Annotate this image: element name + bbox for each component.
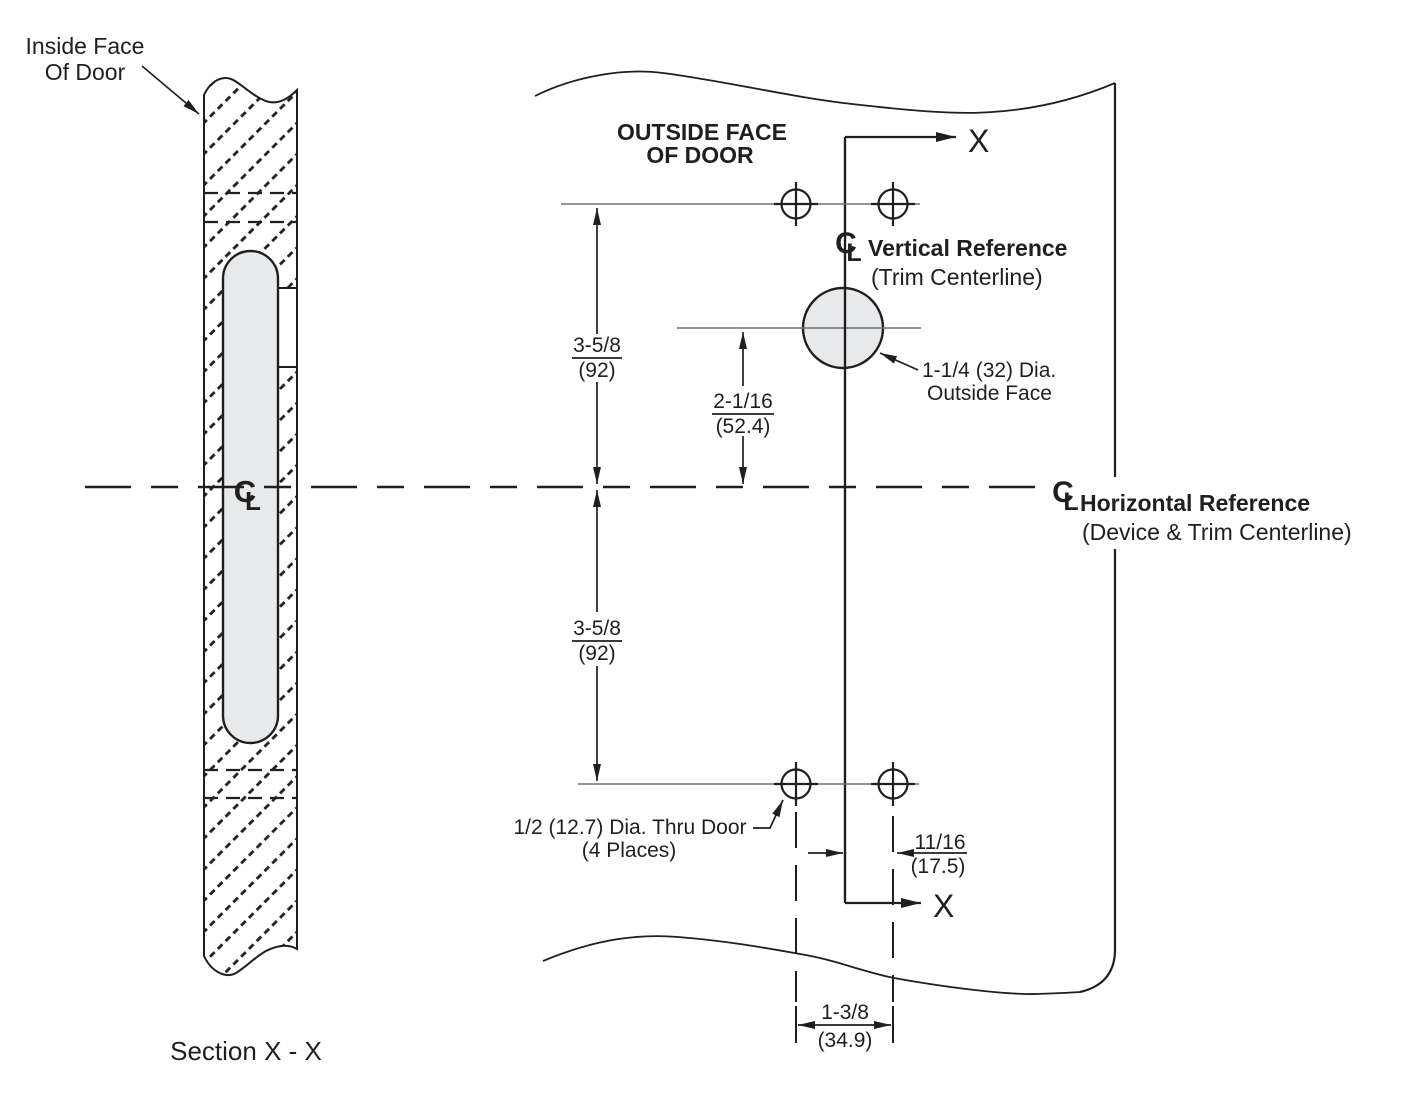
device-slot [221, 249, 280, 745]
mounting-hole-bottom-left [774, 762, 818, 806]
centerline-c: C [1052, 476, 1074, 509]
cylinder-note: 1-1/4 (32) Dia. Outside Face [879, 352, 1056, 405]
centerline-symbol-vertical-icon: C L [835, 227, 861, 267]
hole-note-line2: (4 Places) [582, 839, 677, 862]
centerline-c: C [234, 474, 256, 509]
cylinder-note-line2: Outside Face [927, 382, 1052, 405]
bottom-break-line [542, 935, 1081, 995]
mounting-hole-top-left [774, 182, 818, 226]
latch-case-notch [277, 287, 298, 368]
dimension-metric: (92) [578, 359, 615, 382]
dimension-cylinder-offset: 2-1/16 (52.4) [712, 332, 774, 484]
horizontal-reference-title: Horizontal Reference [1080, 490, 1310, 516]
centerline-l: L [1063, 488, 1078, 516]
centerline-l: L [245, 486, 261, 516]
dimension-horizontal-offset: 11/16 (17.5) [808, 831, 967, 878]
axis-label-bottom: X [933, 888, 954, 924]
inside-face-label: Inside Face Of Door [26, 33, 200, 115]
cylinder-hole [677, 286, 921, 370]
door-section-view [203, 77, 298, 976]
cylinder-note-line1: 1-1/4 (32) Dia. [922, 359, 1056, 382]
leader-arrow [141, 65, 200, 115]
dimension-fraction: 11/16 [915, 831, 966, 854]
mounting-holes [561, 182, 920, 806]
inside-face-line2: Of Door [45, 59, 126, 85]
inside-face-line1: Inside Face [26, 33, 145, 59]
dimension-lower-vertical: 3-5/8 (92) [572, 490, 622, 781]
thru-hole-note: 1/2 (12.7) Dia. Thru Door (4 Places) [513, 799, 784, 862]
outside-face-line2: OF DOOR [646, 142, 754, 168]
vertical-reference-line: X X [843, 123, 989, 924]
dimension-fraction: 3-5/8 [573, 334, 621, 357]
dimension-fraction: 2-1/16 [713, 390, 773, 413]
section-label: Section X - X [170, 1036, 322, 1066]
mounting-hole-bottom-right [871, 762, 915, 806]
vertical-reference-title: Vertical Reference [868, 235, 1067, 261]
vertical-reference-label: C L Vertical Reference (Trim Centerline) [835, 227, 1067, 290]
horizontal-reference-label: C L Horizontal Reference (Device & Trim … [1052, 476, 1352, 545]
centerline-symbol-section-icon: C L [234, 474, 261, 516]
dimension-metric: (34.9) [818, 1029, 873, 1052]
dimension-metric: (17.5) [911, 855, 966, 878]
centerline-l: L [846, 239, 861, 267]
top-break-line [534, 70, 1116, 114]
dimension-hole-spacing: 1-3/8 (34.9) [795, 812, 894, 1052]
dimension-fraction: 3-5/8 [573, 617, 621, 640]
dimension-upper-vertical: 3-5/8 (92) [572, 208, 622, 484]
axis-label-top: X [968, 123, 989, 159]
mounting-hole-top-right [871, 182, 915, 226]
leader-arrow [753, 799, 784, 829]
hole-note-line1: 1/2 (12.7) Dia. Thru Door [513, 816, 746, 839]
door-elevation-view [534, 70, 1117, 995]
outside-face-line1: OUTSIDE FACE [617, 119, 787, 145]
leader-arrow [879, 352, 919, 371]
outside-face-label: OUTSIDE FACE OF DOOR [617, 119, 787, 168]
centerline-symbol-horizontal-icon: C L [1052, 476, 1078, 516]
vertical-reference-sub: (Trim Centerline) [871, 264, 1043, 290]
door-right-edge-lower [1079, 549, 1117, 994]
dimension-metric: (52.4) [716, 415, 771, 438]
dimension-metric: (92) [578, 642, 615, 665]
dimension-fraction: 1-3/8 [821, 1001, 869, 1024]
horizontal-reference-sub: (Device & Trim Centerline) [1082, 519, 1352, 545]
centerline-c: C [835, 227, 857, 260]
